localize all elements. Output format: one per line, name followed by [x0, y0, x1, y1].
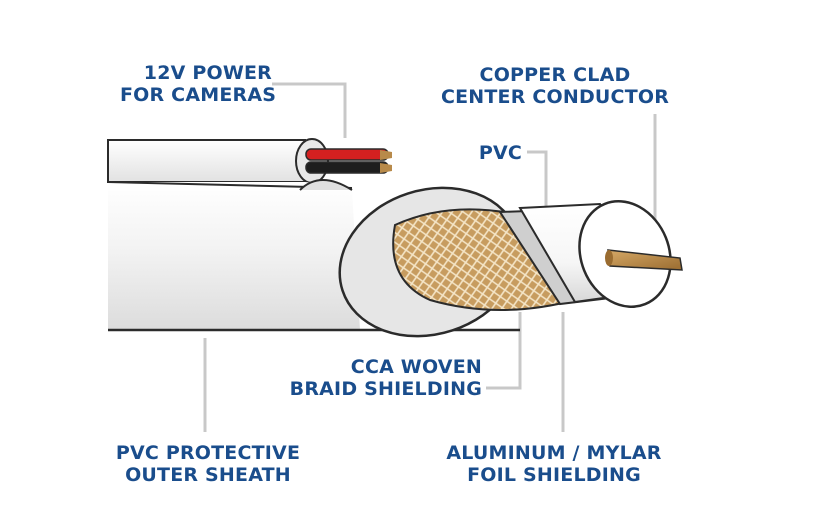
power-label: 12V POWER FOR CAMERAS [120, 62, 277, 106]
sheath-label-line2: OUTER SHEATH [125, 464, 291, 486]
conductor-label-line2: CENTER CONDUCTOR [440, 86, 670, 108]
sheath-label: PVC PROTECTIVE OUTER SHEATH [98, 442, 318, 486]
braid-label-line2: BRAID SHIELDING [289, 378, 482, 400]
conductor-label: COPPER CLAD CENTER CONDUCTOR [420, 64, 690, 108]
power-cable [107, 138, 392, 184]
black-wire [305, 161, 389, 174]
center-conductor [605, 249, 683, 271]
pvc-label-line1: PVC [478, 142, 522, 164]
power-label-line2: FOR CAMERAS [120, 84, 277, 106]
braid-leader-line [486, 312, 522, 390]
red-wire [305, 148, 389, 161]
foil-label-line1: ALUMINUM / MYLAR [446, 442, 662, 464]
braid-label-line1: CCA WOVEN [350, 356, 482, 378]
power-label-line1: 12V POWER [143, 62, 272, 84]
pvc-leader-line [527, 150, 548, 206]
sheath-label-line1: PVC PROTECTIVE [115, 442, 301, 464]
power-cable-end [295, 138, 329, 184]
conductor-label-line1: COPPER CLAD [479, 64, 631, 86]
foil-label-line2: FOIL SHIELDING [467, 464, 641, 486]
braid-label: CCA WOVEN BRAID SHIELDING [260, 356, 482, 400]
foil-label: ALUMINUM / MYLAR FOIL SHIELDING [420, 442, 688, 486]
power-leader-line [272, 82, 347, 138]
pvc-label: PVC [462, 142, 522, 164]
